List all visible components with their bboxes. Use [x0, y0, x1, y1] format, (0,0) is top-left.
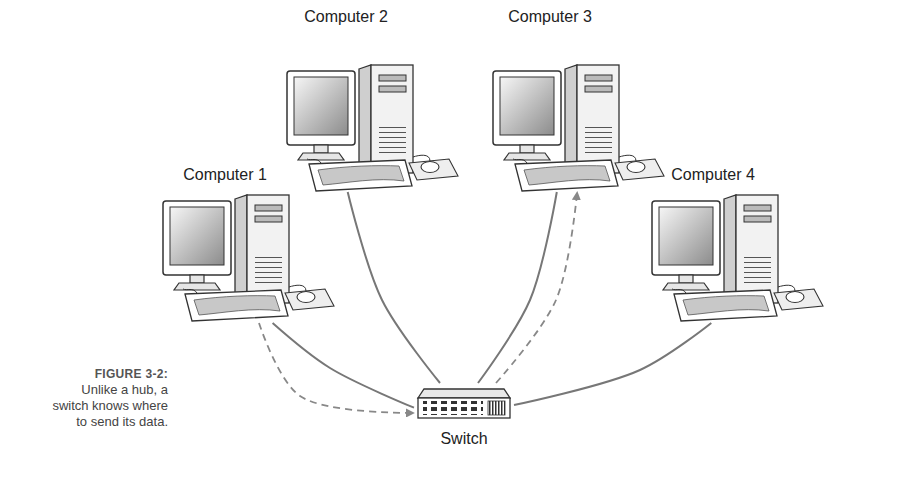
node-label: Computer 4 — [668, 166, 758, 184]
data-flow-arrow — [259, 323, 414, 413]
network-cable — [348, 192, 440, 383]
figure-number: FIGURE 3-2: — [50, 366, 168, 382]
computer-drawing — [287, 65, 458, 191]
computer-drawing — [163, 195, 334, 321]
node-label: Switch — [437, 430, 490, 448]
figure-caption: Unlike a hub, a switch knows where to se… — [50, 382, 168, 430]
switch-drawing — [418, 389, 510, 418]
computer-drawing — [493, 65, 664, 191]
node-label: Computer 2 — [301, 8, 391, 26]
network-cable — [514, 323, 711, 405]
computer-node: Computer 2 — [261, 8, 431, 192]
node-label: Computer 1 — [180, 166, 270, 184]
switch-node: Switch — [414, 383, 514, 448]
data-flow-arrow — [496, 192, 577, 383]
computer-node: Computer 4 — [628, 166, 798, 323]
node-label: Computer 3 — [505, 8, 595, 26]
network-cable — [273, 323, 414, 408]
computer-drawing — [652, 195, 823, 321]
computer-node: Computer 1 — [140, 166, 310, 323]
network-cable — [478, 192, 557, 383]
computer-node: Computer 3 — [465, 8, 635, 192]
